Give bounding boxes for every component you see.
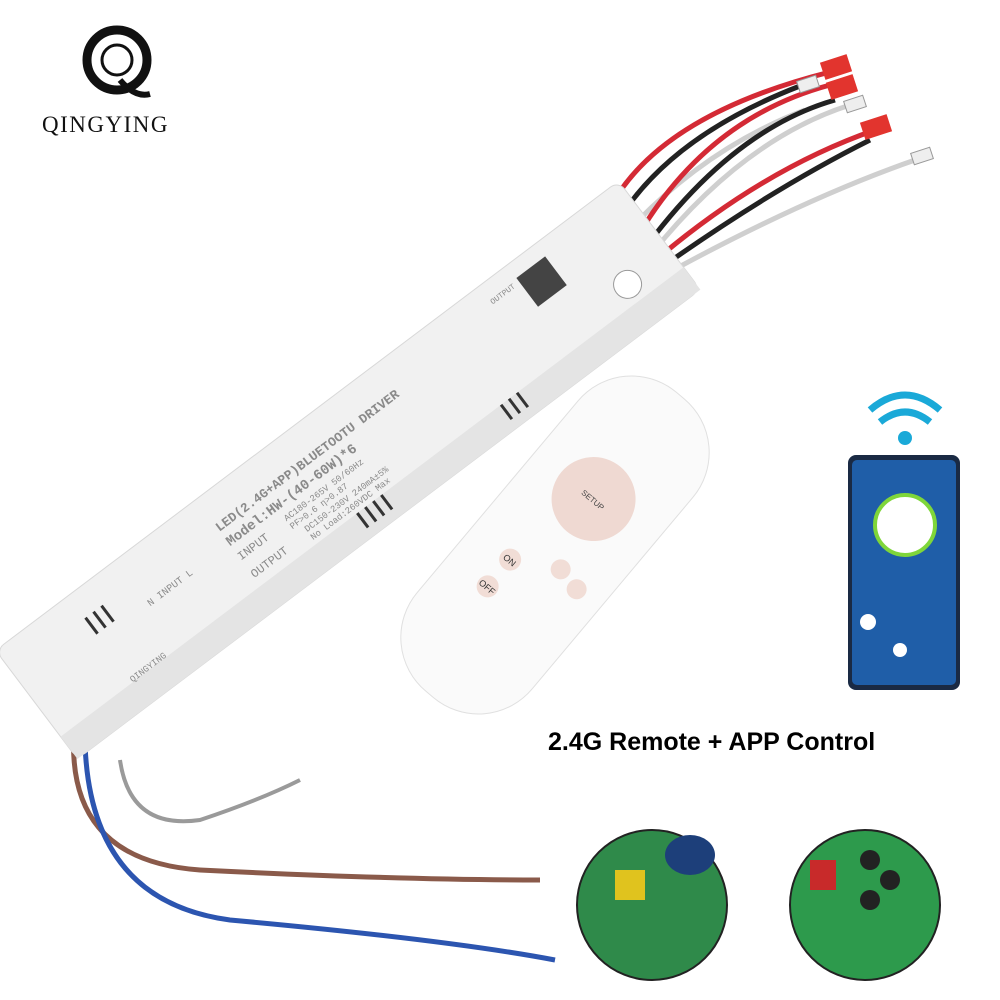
- brand-logo: [82, 25, 152, 98]
- pcb-detail-2: [789, 829, 941, 981]
- wifi-icon: [867, 391, 943, 445]
- connectors: [796, 54, 934, 166]
- smartphone-app: [848, 455, 960, 690]
- feature-caption: 2.4G Remote + APP Control: [548, 728, 876, 756]
- remote-control: SETUP ON OFF: [400, 375, 710, 715]
- certification-sticker: [613, 269, 643, 299]
- pcb-detail-1: [576, 829, 728, 981]
- input-wires: [71, 719, 556, 963]
- output-wires: [597, 69, 916, 283]
- qr-code: [516, 256, 567, 307]
- brand-name: QINGYING: [42, 112, 169, 137]
- remote-dial: [551, 457, 636, 542]
